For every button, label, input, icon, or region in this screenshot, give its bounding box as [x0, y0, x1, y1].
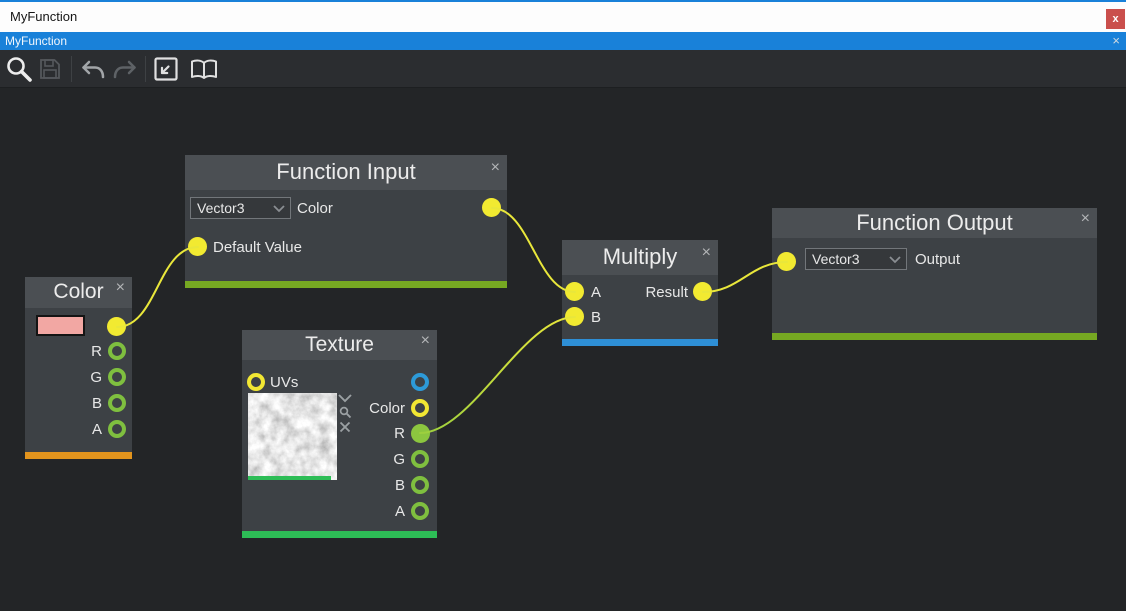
- toolbar-separator: [145, 56, 146, 82]
- port-label: Result: [645, 284, 688, 301]
- node-type-bar: [25, 452, 132, 459]
- port-texture-rgba[interactable]: [411, 373, 429, 391]
- color-swatch[interactable]: [36, 315, 85, 336]
- node-texture-title[interactable]: Texture: [242, 330, 437, 360]
- chevron-down-icon[interactable]: [338, 394, 352, 403]
- redo-icon: [113, 60, 136, 79]
- node-type-bar: [772, 333, 1097, 340]
- tab-myfunction[interactable]: MyFunction: [5, 34, 68, 48]
- type-dropdown[interactable]: Vector3: [805, 248, 907, 270]
- node-multiply[interactable]: Multiply × A B Result: [562, 240, 718, 346]
- fit-window-icon[interactable]: [152, 55, 180, 83]
- port-color-a[interactable]: [108, 420, 126, 438]
- port-function-output-in[interactable]: [777, 252, 796, 271]
- port-texture-a[interactable]: [411, 502, 429, 520]
- wire-layer: [116, 207, 788, 434]
- port-label: B: [591, 309, 602, 326]
- port-texture-g[interactable]: [411, 450, 429, 468]
- port-label: A: [591, 284, 602, 301]
- save-icon: [40, 59, 60, 79]
- node-color[interactable]: Color × R G B A: [25, 277, 132, 459]
- node-color-title[interactable]: Color: [25, 277, 132, 308]
- close-icon[interactable]: ×: [701, 244, 711, 261]
- close-icon[interactable]: ×: [420, 332, 430, 349]
- type-dropdown-value: Vector3: [812, 251, 860, 267]
- close-icon[interactable]: ×: [115, 279, 125, 296]
- node-multiply-title[interactable]: Multiply: [562, 240, 718, 275]
- port-label: G: [393, 451, 405, 468]
- close-icon[interactable]: ×: [490, 159, 500, 176]
- node-function-output-title[interactable]: Function Output: [772, 208, 1097, 238]
- type-dropdown-value: Vector3: [197, 200, 245, 216]
- port-color-out[interactable]: [107, 317, 126, 336]
- tab-bar: MyFunction ×: [0, 32, 1126, 50]
- port-label: R: [91, 343, 102, 360]
- toolbar: [0, 50, 1126, 88]
- close-icon[interactable]: ×: [1080, 210, 1090, 227]
- wire-texture-r-to-multiply-b[interactable]: [419, 316, 576, 434]
- node-function-output[interactable]: Function Output × Vector3 Output: [772, 208, 1097, 340]
- library-book-icon[interactable]: [188, 57, 220, 82]
- node-type-bar: [562, 339, 718, 346]
- port-color-r[interactable]: [108, 342, 126, 360]
- node-function-input[interactable]: Function Input × Vector3 Color Default V…: [185, 155, 507, 288]
- input-name-label: Color: [297, 200, 333, 217]
- port-texture-color[interactable]: [411, 399, 429, 417]
- port-label: A: [394, 503, 405, 520]
- port-multiply-result[interactable]: [693, 282, 712, 301]
- preview-zoom-icon[interactable]: [339, 406, 352, 419]
- port-texture-r[interactable]: [411, 424, 430, 443]
- node-function-input-title[interactable]: Function Input: [185, 155, 507, 190]
- tab-close-icon[interactable]: ×: [1112, 33, 1120, 48]
- port-label: G: [90, 369, 102, 386]
- node-type-bar: [185, 281, 507, 288]
- undo-icon[interactable]: [80, 58, 106, 81]
- texture-preview[interactable]: [248, 393, 337, 480]
- window-top-border: [0, 0, 1126, 2]
- port-color-b[interactable]: [108, 394, 126, 412]
- window-close-button[interactable]: x: [1106, 9, 1125, 29]
- port-function-input-out[interactable]: [482, 198, 501, 217]
- window-title: MyFunction: [10, 9, 78, 24]
- texture-preview-bar: [248, 476, 331, 480]
- port-texture-b[interactable]: [411, 476, 429, 494]
- port-label: B: [91, 395, 102, 412]
- port-color-g[interactable]: [108, 368, 126, 386]
- node-texture[interactable]: Texture × UVs: [242, 330, 437, 538]
- port-multiply-b[interactable]: [565, 307, 584, 326]
- port-label: R: [394, 425, 405, 442]
- toolbar-separator: [71, 56, 72, 82]
- window-titlebar[interactable]: MyFunction x: [0, 2, 1126, 32]
- chevron-down-icon: [889, 256, 901, 264]
- output-name-label: Output: [915, 251, 961, 268]
- port-label: Color: [369, 400, 405, 417]
- port-texture-uvs[interactable]: [247, 373, 265, 391]
- search-icon[interactable]: [5, 55, 33, 83]
- node-graph-canvas[interactable]: Color × R G B A Function Input × Vector3: [0, 88, 1126, 610]
- port-label: B: [394, 477, 405, 494]
- port-default-value-in[interactable]: [188, 237, 207, 256]
- node-type-bar: [242, 531, 437, 538]
- type-dropdown[interactable]: Vector3: [190, 197, 291, 219]
- chevron-down-icon: [273, 205, 285, 213]
- uvs-label: UVs: [270, 374, 299, 391]
- port-label: A: [91, 421, 102, 438]
- default-value-label: Default Value: [213, 239, 302, 256]
- port-multiply-a[interactable]: [565, 282, 584, 301]
- clear-texture-icon[interactable]: [339, 421, 351, 433]
